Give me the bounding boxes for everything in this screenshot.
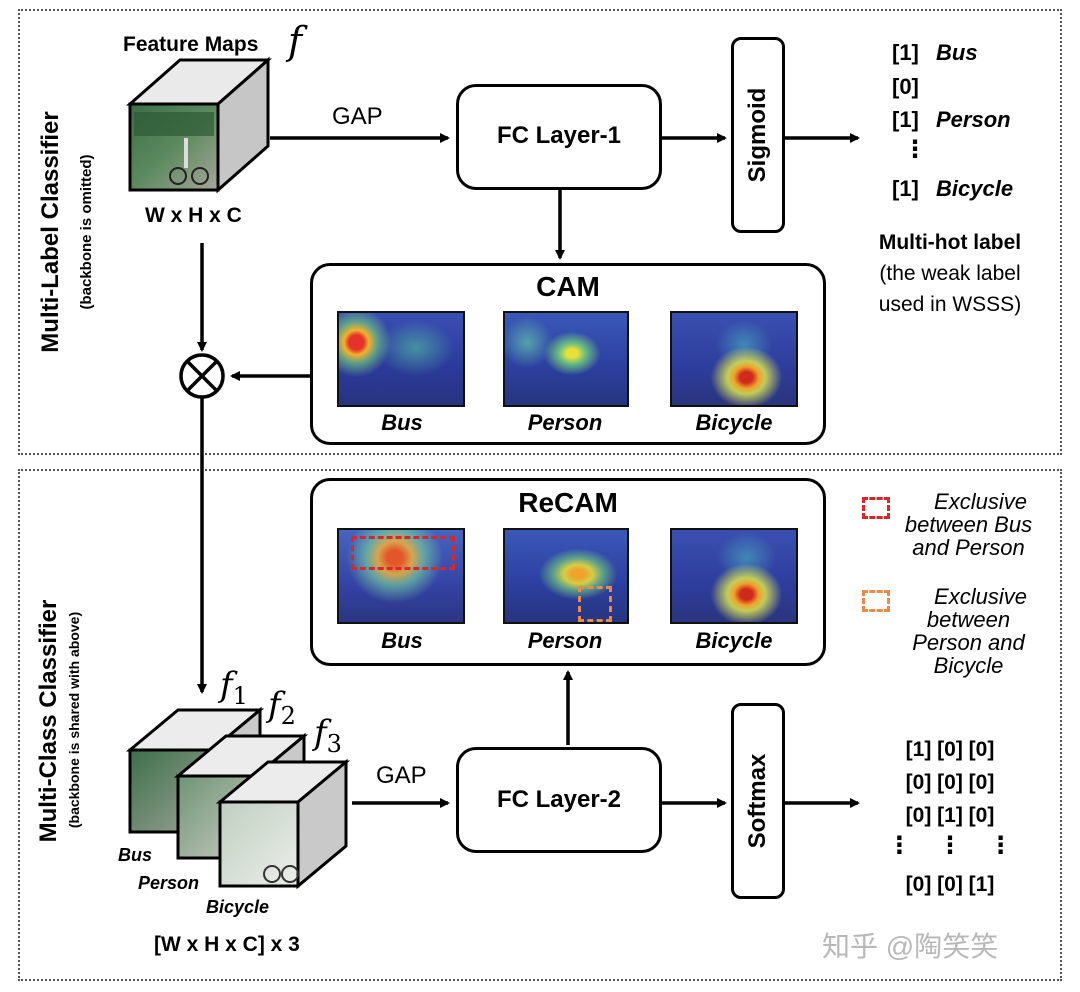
cam-heatmap-bus — [337, 311, 465, 407]
legend-red-line-3: and Person — [912, 535, 1025, 560]
stack-label-person: Person — [138, 873, 200, 893]
softmax-label: Softmax — [744, 753, 771, 849]
cam-heatmap-bicycle — [670, 311, 798, 407]
legend-swatch-red — [862, 497, 890, 519]
multi-hot-desc-1: (the weak label — [879, 262, 1021, 285]
legend-orange-line-1: Exclusive — [934, 584, 1027, 609]
multi-hot-desc-2: used in WSSS) — [878, 293, 1022, 316]
stacked-feature-cubes — [125, 706, 351, 890]
output-ellipsis: ⋮ — [903, 136, 927, 163]
output-value-1: [1] — [892, 40, 919, 65]
recam-label-bicycle: Bicycle — [695, 628, 773, 653]
stack-label-bus: Bus — [118, 845, 153, 865]
recam-heatmap-person — [503, 528, 629, 624]
cam-heatmap-person — [503, 311, 629, 407]
output-value-3: [1] — [892, 107, 919, 132]
f3-symbol: f3 — [314, 713, 342, 758]
exclusive-region-person-bicycle — [578, 586, 612, 622]
cam-label-bicycle: Bicycle — [695, 410, 773, 435]
output-value-2: [0] — [892, 74, 919, 99]
stack-label-bicycle: Bicycle — [206, 897, 270, 917]
multi-class-panel — [18, 469, 1062, 981]
feature-dims-label: W x H x C — [145, 204, 242, 227]
sigmoid-box — [731, 37, 785, 233]
output-name-bicycle: Bicycle — [936, 176, 1014, 201]
legend-orange-line-2: between — [926, 607, 1011, 632]
legend-red-line-1: Exclusive — [934, 489, 1027, 514]
feature-map-cube — [126, 56, 272, 194]
recam-heatmap-bus — [337, 528, 465, 624]
recam-label-person: Person — [527, 628, 603, 653]
feature-maps-label: Feature Maps — [123, 33, 259, 56]
cam-label-person: Person — [527, 410, 603, 435]
fc-layer-2-label: FC Layer-2 — [496, 786, 622, 813]
fc-layer-1-box — [456, 84, 662, 190]
f3-sub: 3 — [326, 729, 342, 758]
matrix-row-1: [1] [0] [0] — [905, 738, 995, 761]
fc-layer-1-label: FC Layer-1 — [496, 122, 622, 149]
recam-label-bus: Bus — [381, 628, 423, 653]
multi-label-panel — [18, 9, 1062, 455]
feature-symbol: f — [288, 19, 303, 63]
gap-label-bottom: GAP — [376, 762, 427, 789]
recam-heatmap-bicycle — [670, 528, 798, 624]
multiply-node — [179, 353, 225, 399]
legend-orange-line-3: Person and — [912, 630, 1025, 655]
matrix-row-5: [0] [0] [1] — [905, 873, 995, 896]
fc-layer-2-box — [456, 747, 662, 853]
legend-swatch-orange — [862, 590, 890, 612]
f1-symbol: f1 — [220, 665, 248, 710]
gap-label-top: GAP — [332, 103, 383, 130]
multi-hot-title: Multi-hot label — [878, 231, 1022, 254]
watermark: 知乎 @陶笑笑 — [822, 931, 999, 962]
cam-label-bus: Bus — [381, 410, 423, 435]
softmax-box — [731, 703, 785, 899]
output-name-person: Person — [936, 107, 1011, 132]
matrix-row-3: [0] [1] [0] — [905, 804, 995, 827]
multi-class-title: Multi-Class Classifier — [35, 599, 62, 843]
legend-red-line-2: between Bus — [904, 512, 1033, 537]
f2-symbol: f2 — [268, 685, 296, 730]
stack-dims-label: [W x H x C] x 3 — [154, 933, 300, 956]
legend-orange-line-4: Bicycle — [933, 653, 1004, 678]
multi-label-subtitle: (backbone is omitted) — [78, 154, 95, 310]
output-name-bus: Bus — [936, 40, 978, 65]
matrix-row-2: [0] [0] [0] — [905, 771, 995, 794]
recam-title: ReCAM — [518, 487, 618, 518]
multi-class-subtitle: (backbone is shared with above) — [66, 611, 82, 829]
sigmoid-label: Sigmoid — [744, 87, 771, 183]
f2-sub: 2 — [280, 701, 296, 730]
f1-sub: 1 — [232, 681, 248, 710]
matrix-row-ellipsis: ⋮ ⋮ ⋮ — [887, 832, 1013, 859]
multi-label-title: Multi-Label Classifier — [37, 111, 64, 353]
exclusive-region-bus-person — [351, 536, 455, 570]
cam-title: CAM — [536, 271, 600, 302]
output-value-5: [1] — [892, 176, 919, 201]
